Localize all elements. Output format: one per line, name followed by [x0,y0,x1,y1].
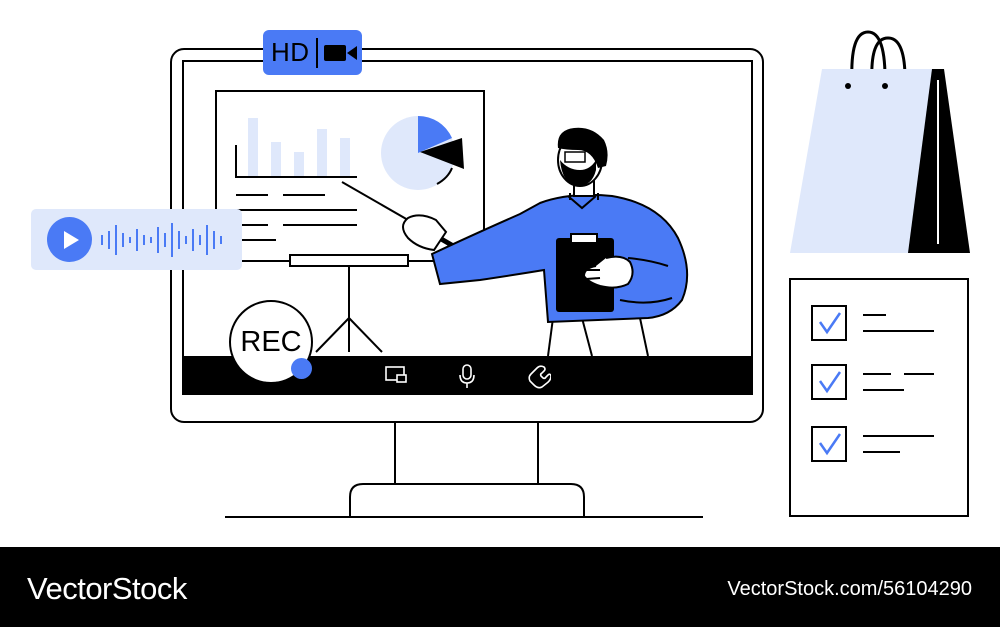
checklist-text-lines [863,314,934,453]
phone-icon[interactable] [525,363,551,389]
footer-image-id: VectorStock.com/56104290 [727,578,972,600]
hd-label: HD [271,37,310,67]
shopping-bag [790,30,970,253]
hd-quality-badge: HD [263,30,362,75]
easel-stand [289,254,409,353]
play-icon[interactable] [47,217,92,262]
screen-share-icon[interactable] [383,363,409,387]
hd-divider [315,37,318,68]
presentation-board [215,90,485,353]
footer-bar: VectorStock VectorStock.com/56104290 [0,547,1000,627]
audio-waveform [101,223,222,257]
checkbox-checked [811,364,847,400]
record-dot-icon [291,358,312,379]
checkbox-checked [811,305,847,341]
microphone-icon[interactable] [457,363,477,389]
checkbox-checked [811,426,847,462]
rec-label: REC [240,325,302,358]
board-pie-chart [381,115,464,190]
checklist [789,278,969,517]
presenter [341,127,689,357]
footer-brand: VectorStock [27,571,187,606]
video-camera-icon [323,44,357,61]
board-bar-chart [235,118,357,178]
